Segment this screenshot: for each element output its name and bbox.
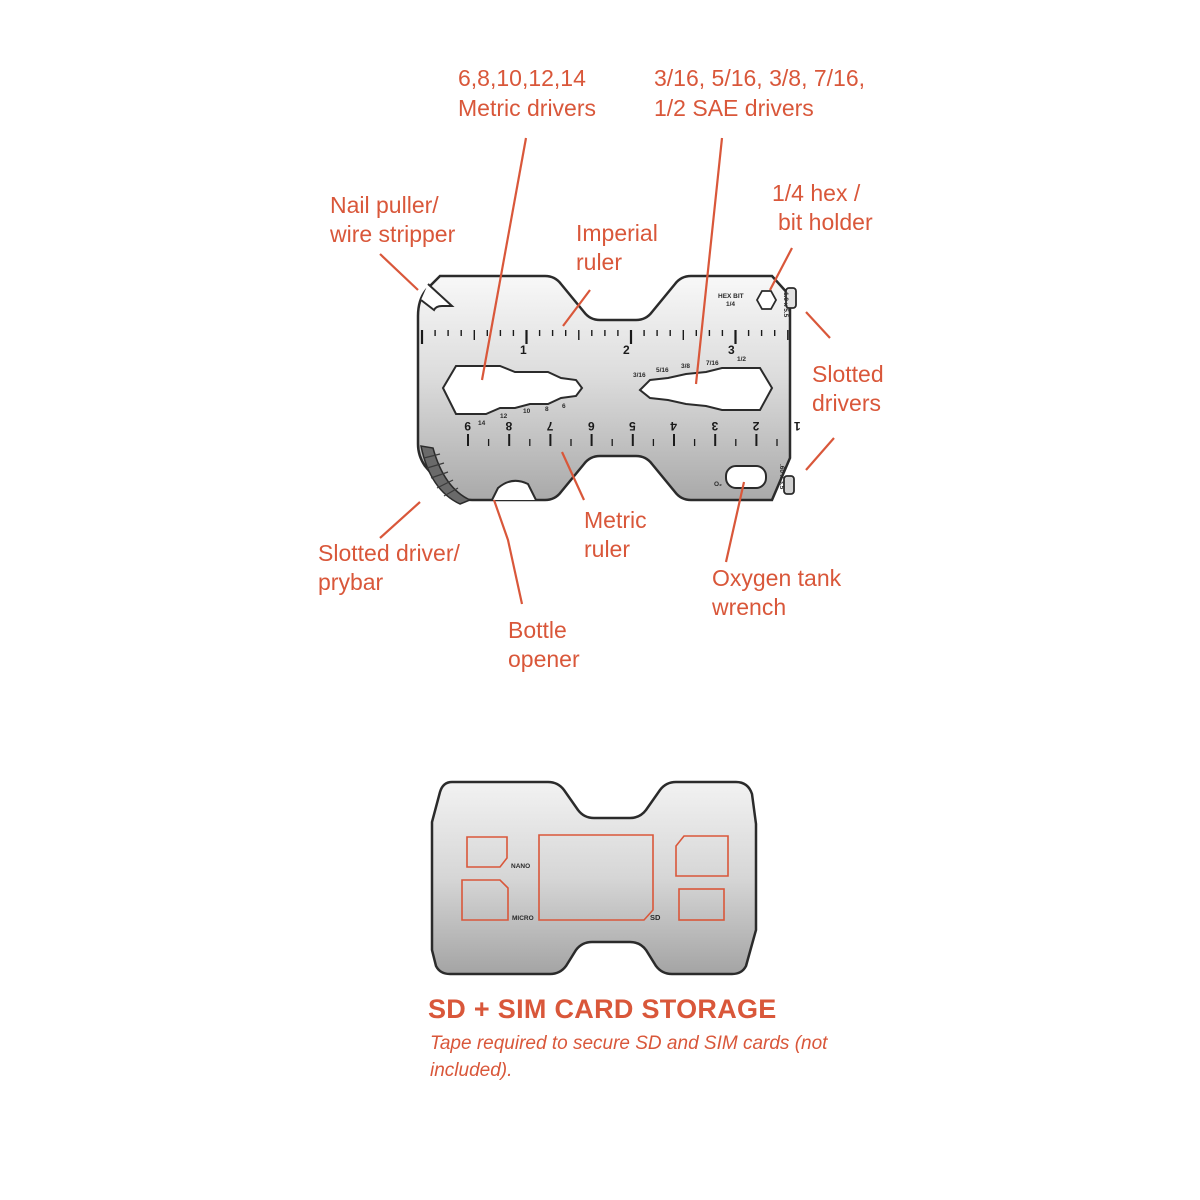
bottle-opener-line2: opener [508, 646, 580, 672]
slotted-drivers-line1: Slotted [812, 361, 884, 387]
nail-puller-line1: Nail puller/ [330, 192, 439, 218]
leader-metric-drivers [480, 137, 528, 381]
oxygen-line2: wrench [711, 594, 786, 620]
metric-ruler-line2: ruler [584, 536, 630, 562]
leader-imperial-ruler [562, 289, 591, 327]
imperial-ruler-line2: ruler [576, 249, 622, 275]
bottle-opener-notch [491, 479, 537, 501]
right-slot-top [675, 835, 729, 877]
micro-sim-slot [461, 879, 509, 921]
metric-ruler-line1: Metric [584, 507, 647, 533]
micro-label: MICRO [512, 915, 534, 922]
nano-sim-slot [466, 836, 508, 868]
sae-size-7-16: 7/16 [706, 360, 719, 367]
metric-drivers-sizes: 6,8,10,12,14 [458, 65, 586, 91]
hex-holder-line1: 1/4 hex / [772, 180, 861, 206]
prybar-grip [423, 453, 459, 497]
leader-sae-drivers [694, 137, 724, 385]
sae-drivers-sizes: 3/16, 5/16, 3/8, 7/16, [654, 65, 865, 91]
storage-card-body [430, 780, 758, 976]
storage-note: Tape required to secure SD and SIM cards… [430, 1033, 828, 1081]
metric-size-8: 8 [545, 406, 549, 413]
nail-puller-line2: wire stripper [329, 221, 456, 247]
slot-top-label: 1.0 x 5.5 [782, 292, 789, 318]
leader-nail-puller [379, 253, 419, 291]
slot-bottom-label: .60 x 3.5 [778, 464, 785, 490]
callout-labels: 6,8,10,12,14 Metric drivers 3/16, 5/16, … [318, 65, 884, 672]
prybar-line2: prybar [318, 569, 384, 595]
metric-size-14: 14 [478, 420, 486, 427]
nano-label: NANO [511, 863, 530, 870]
slotted-drivers-line2: drivers [812, 390, 881, 416]
imperial-number-1: 1 [520, 343, 527, 357]
metric-number: 1 [794, 419, 801, 433]
metric-number: 8 [505, 419, 512, 433]
sae-driver-cutout [638, 367, 774, 411]
metric-drivers-label: Metric drivers [458, 95, 596, 121]
slot-driver-bottom [783, 475, 795, 495]
bottle-opener-line1: Bottle [508, 617, 567, 643]
sae-size-3-16: 3/16 [633, 372, 646, 379]
sae-size-5-16: 5/16 [656, 367, 669, 374]
sd-card-slot [538, 834, 654, 921]
metric-number: 9 [464, 419, 471, 433]
metric-size-6: 6 [562, 403, 566, 410]
storage-title: SD + SIM CARD STORAGE [428, 994, 777, 1024]
leader-prybar [379, 501, 421, 539]
metric-size-10: 10 [523, 408, 531, 415]
metric-number: 6 [588, 419, 595, 433]
imperial-ruler [420, 330, 789, 344]
metric-ruler-numbers: 9 8 7 6 5 4 3 2 1 [464, 419, 801, 433]
slot-driver-top [785, 287, 797, 309]
leader-hex-holder [769, 247, 793, 291]
multitool-card: HEX BIT 1/4 1.0 x 5.5 .60 x 3.5 1 2 3 14… [416, 274, 801, 505]
metric-number: 3 [711, 419, 718, 433]
leader-bottle-opener [492, 499, 524, 605]
hex-bit-label: HEX BIT [718, 293, 744, 300]
metric-number: 5 [629, 419, 636, 433]
storage-card: NANO MICRO SD [430, 780, 758, 976]
oxygen-line1: Oxygen tank [712, 565, 842, 591]
nail-puller-notch [420, 283, 455, 312]
metric-ruler [467, 434, 778, 446]
hex-bit-hole [755, 290, 778, 310]
leader-oxygen [724, 481, 746, 563]
oxygen-wrench-slot [725, 465, 767, 489]
prybar-line1: Slotted driver/ [318, 540, 461, 566]
hex-size-label: 1/4 [726, 301, 735, 308]
leader-lines [379, 137, 835, 605]
o2-label: O₂ [714, 481, 722, 488]
sae-size-3-8: 3/8 [681, 363, 690, 370]
metric-number: 7 [546, 419, 553, 433]
metric-number: 4 [670, 419, 677, 433]
imperial-number-2: 2 [623, 343, 630, 357]
hex-holder-line2: bit holder [778, 209, 873, 235]
metric-number: 2 [752, 419, 759, 433]
imperial-number-3: 3 [728, 343, 735, 357]
storage-slots [461, 834, 729, 921]
leader-slotted-top [805, 311, 831, 339]
right-slot-bottom [678, 888, 725, 921]
imperial-ruler-line1: Imperial [576, 220, 658, 246]
metric-driver-cutout [441, 365, 584, 415]
sae-size-1-2: 1/2 [737, 356, 746, 363]
leader-slotted-bottom [805, 437, 835, 471]
metric-size-12: 12 [500, 413, 508, 420]
sd-label: SD [650, 913, 661, 922]
leader-metric-ruler [561, 451, 585, 501]
sae-drivers-label: 1/2 SAE drivers [654, 95, 814, 121]
